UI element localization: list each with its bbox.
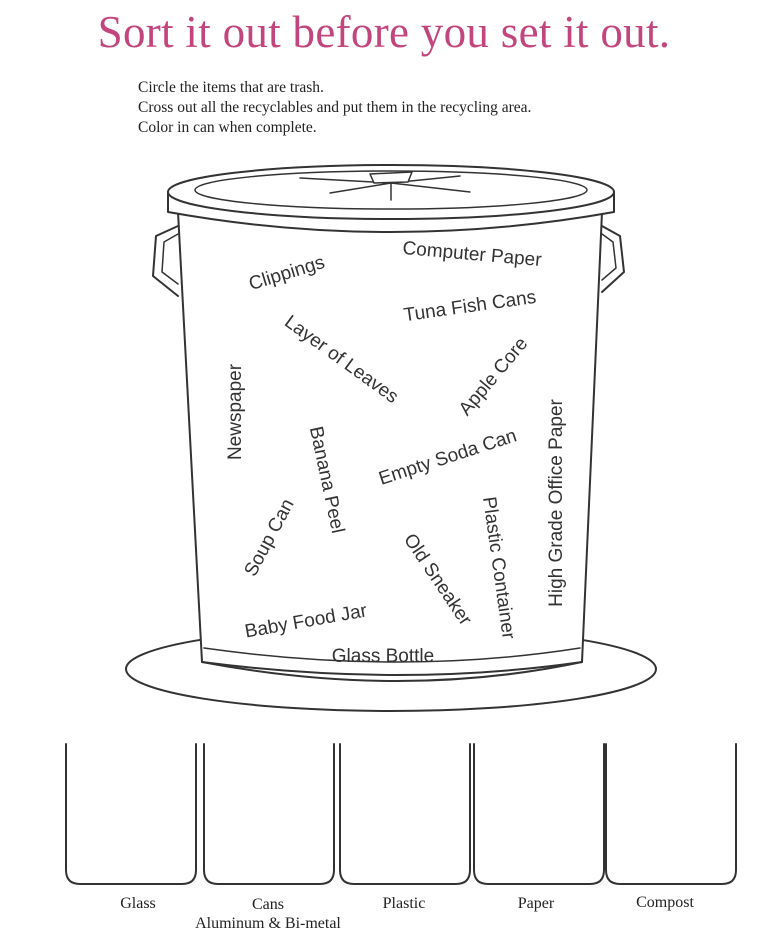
bin-glass[interactable] — [65, 743, 197, 885]
bin-compost[interactable] — [605, 743, 737, 885]
bin-label-paper: Paper — [517, 895, 555, 912]
page-title: Sort it out before you set it out. — [97, 7, 671, 57]
bin-label-cans: Cans Aluminum & Bi-metal — [188, 895, 348, 933]
item-high-grade-office-paper[interactable]: High Grade Office Paper — [546, 398, 567, 606]
right-handle — [601, 225, 625, 293]
instructions: Circle the items that are trash. Cross o… — [138, 78, 531, 138]
bin-cans[interactable] — [203, 743, 335, 885]
trash-can-body — [177, 211, 603, 676]
instruction-color-can: Color in can when complete. — [138, 119, 317, 136]
bin-paper[interactable] — [473, 743, 605, 885]
bin-label-compost: Compost — [636, 894, 694, 911]
instruction-cross-out-recyclables: Cross out all the recyclables and put th… — [138, 99, 532, 116]
bin-plastic[interactable] — [339, 743, 471, 885]
bin-label-plastic: Plastic — [382, 895, 426, 912]
bin-label-glass: Glass — [120, 895, 156, 912]
left-handle — [152, 225, 179, 297]
instruction-circle-trash: Circle the items that are trash. — [138, 79, 324, 96]
bin-sublabel-cans: Aluminum & Bi-metal — [195, 915, 341, 932]
item-newspaper[interactable]: Newspaper — [225, 363, 246, 460]
item-glass-bottle[interactable]: Glass Bottle — [332, 646, 434, 667]
